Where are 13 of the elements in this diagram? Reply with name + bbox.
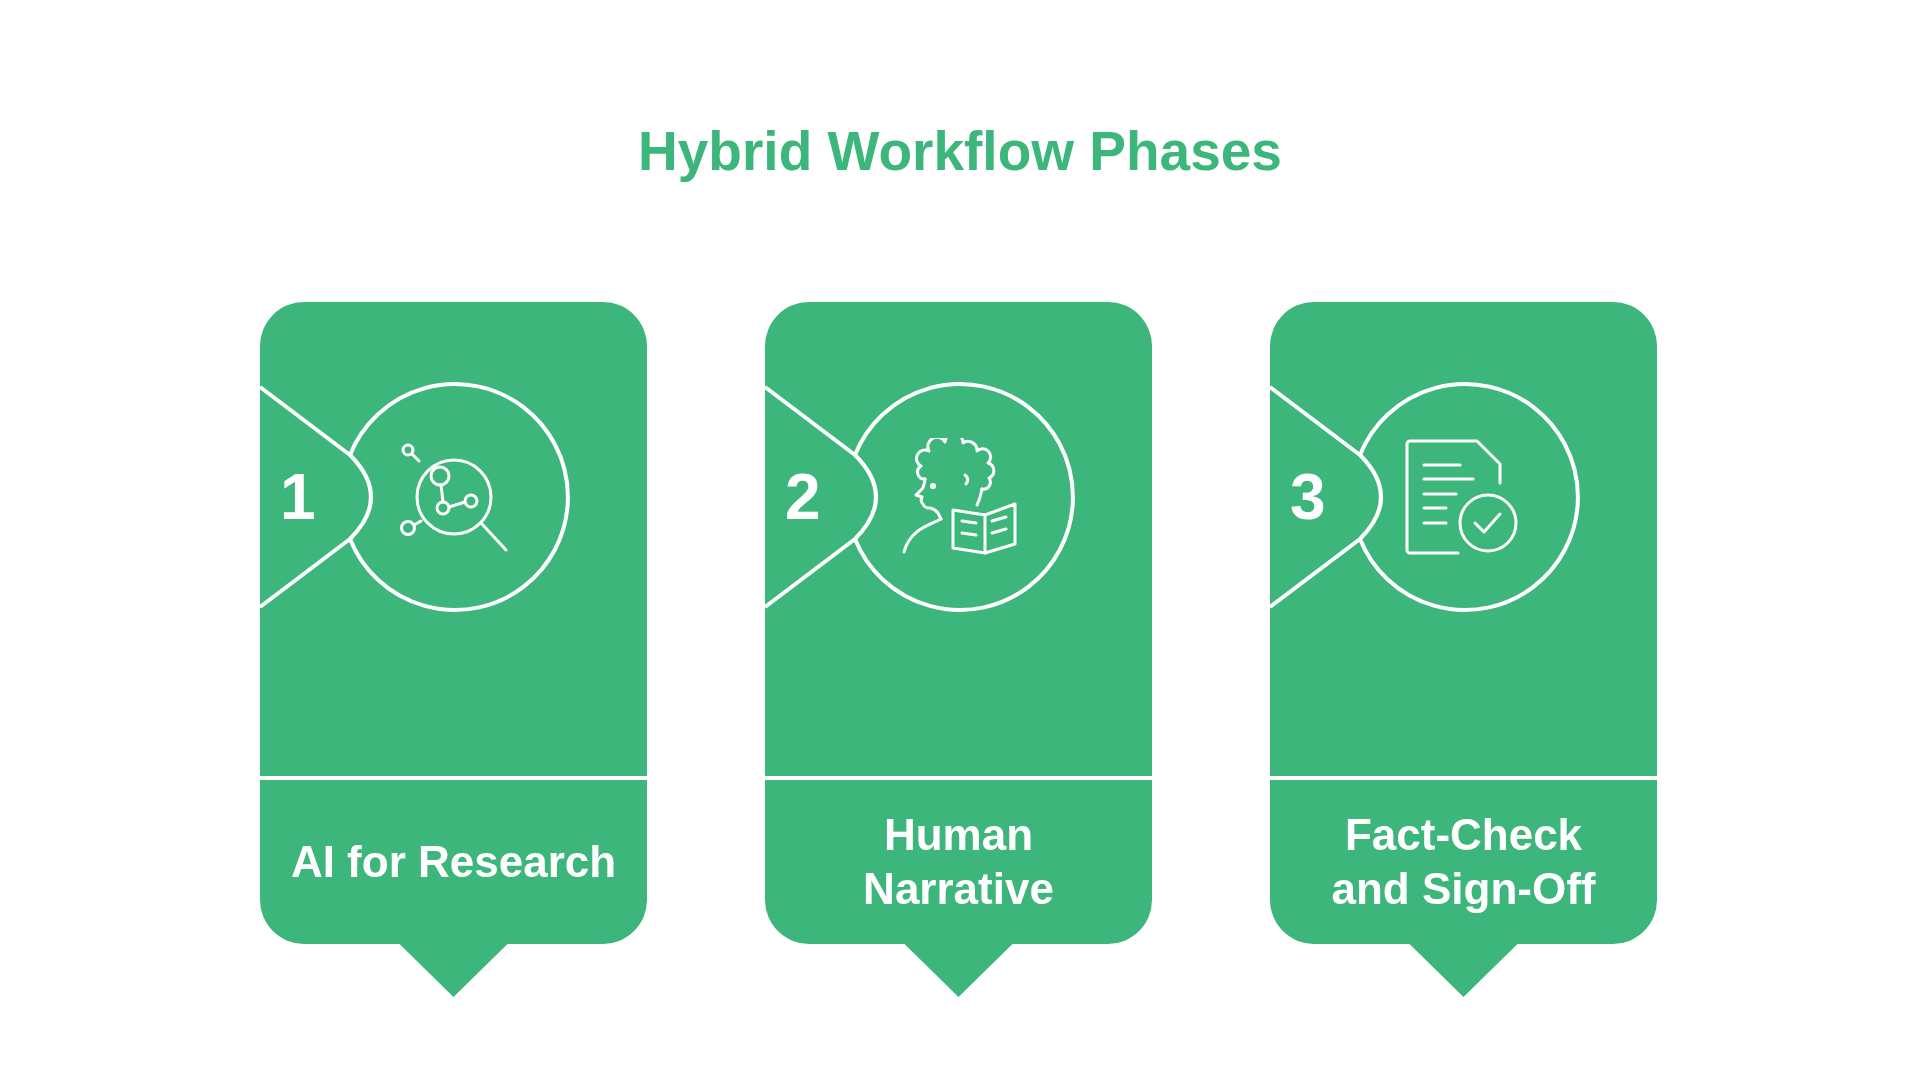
number-tab [765, 387, 877, 607]
number-tab [260, 387, 372, 607]
step-number: 2 [785, 465, 821, 529]
callout-card [1270, 302, 1657, 997]
callout-card [260, 302, 647, 997]
step-number: 1 [280, 465, 316, 529]
number-tab [1270, 387, 1382, 607]
step-label: Fact-Check and Sign-Off [1330, 809, 1597, 915]
step-label: AI for Research [290, 836, 617, 888]
step-number: 3 [1290, 465, 1326, 529]
diagram-title: Hybrid Workflow Phases [638, 119, 1282, 184]
callout-card [765, 302, 1152, 997]
step-label: Human Narrative [862, 809, 1055, 915]
